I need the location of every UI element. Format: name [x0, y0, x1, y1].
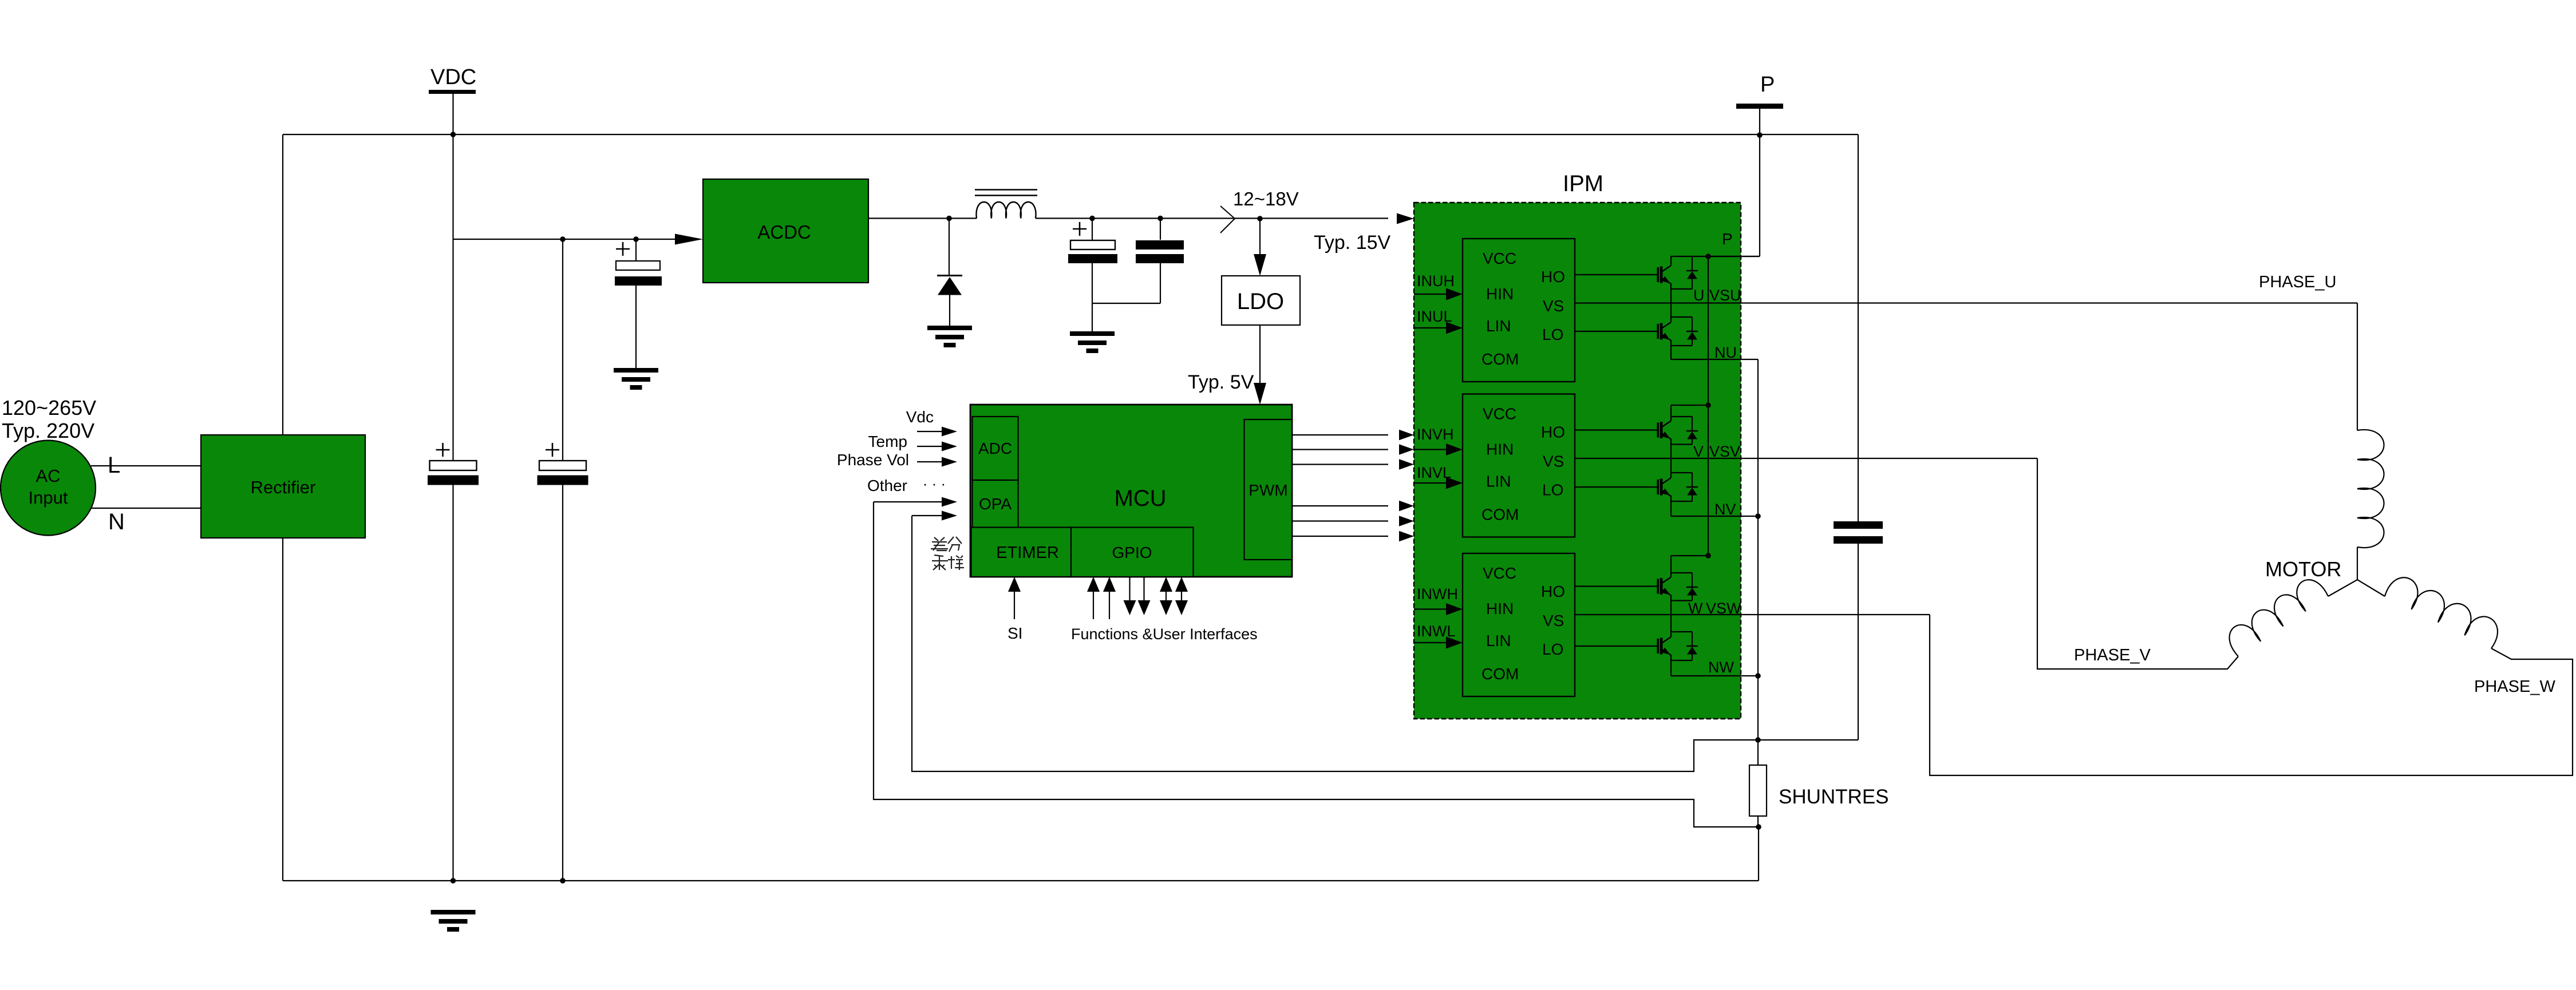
svg-text:P: P [1760, 73, 1775, 97]
svg-text:INVH: INVH [1417, 426, 1454, 443]
svg-text:P: P [1722, 230, 1733, 248]
svg-text:HO: HO [1541, 583, 1565, 600]
svg-text:VS: VS [1543, 453, 1564, 470]
svg-text:LO: LO [1542, 640, 1563, 658]
svg-text:VCC: VCC [1483, 250, 1516, 267]
svg-text:INUH: INUH [1417, 272, 1455, 290]
svg-text:Rectifier: Rectifier [251, 477, 316, 497]
svg-text:SHUNTRES: SHUNTRES [1779, 786, 1889, 808]
svg-text:ACDC: ACDC [757, 221, 811, 243]
svg-text:INVL: INVL [1417, 464, 1451, 481]
svg-text:HIN: HIN [1486, 600, 1514, 617]
svg-text:VCC: VCC [1483, 564, 1516, 582]
svg-text:· · ·: · · · [923, 475, 946, 492]
svg-text:GPIO: GPIO [1112, 544, 1152, 561]
svg-text:Functions &User Interfaces: Functions &User Interfaces [1071, 625, 1258, 643]
svg-text:LIN: LIN [1486, 632, 1511, 650]
svg-text:PHASE_V: PHASE_V [2074, 646, 2151, 664]
svg-text:LIN: LIN [1486, 317, 1511, 335]
svg-text:12~18V: 12~18V [1233, 188, 1299, 209]
svg-text:INWL: INWL [1417, 623, 1456, 640]
svg-text:COM: COM [1481, 350, 1519, 368]
svg-text:U: U [1693, 287, 1705, 304]
svg-text:VS: VS [1543, 297, 1564, 315]
svg-text:HO: HO [1541, 268, 1565, 286]
svg-text:Typ. 220V: Typ. 220V [2, 419, 94, 442]
svg-text:Typ. 5V: Typ. 5V [1188, 371, 1254, 393]
svg-text:LDO: LDO [1237, 289, 1284, 314]
svg-text:ADC: ADC [978, 439, 1012, 457]
svg-text:LO: LO [1542, 481, 1563, 499]
svg-text:HIN: HIN [1486, 285, 1514, 303]
svg-text:VCC: VCC [1483, 405, 1516, 423]
svg-text:PHASE_U: PHASE_U [2259, 273, 2336, 291]
svg-text:COM: COM [1481, 665, 1519, 683]
svg-text:120~265V: 120~265V [2, 396, 96, 419]
svg-text:LIN: LIN [1486, 473, 1511, 490]
svg-text:Phase Vol: Phase Vol [837, 451, 909, 469]
svg-text:NU: NU [1714, 344, 1737, 361]
svg-text:HO: HO [1541, 423, 1565, 441]
svg-text:HIN: HIN [1486, 441, 1514, 458]
svg-text:ETIMER: ETIMER [996, 544, 1059, 562]
svg-text:Other: Other [867, 477, 907, 494]
svg-text:COM: COM [1481, 506, 1519, 524]
svg-text:N: N [108, 509, 125, 534]
svg-text:AC: AC [35, 466, 60, 486]
svg-text:PHASE_W: PHASE_W [2474, 678, 2555, 696]
svg-text:VDC: VDC [430, 65, 476, 89]
svg-text:VSV: VSV [1709, 443, 1740, 460]
svg-text:L: L [108, 453, 120, 478]
svg-text:Vdc: Vdc [906, 408, 934, 426]
svg-text:INWH: INWH [1417, 585, 1458, 603]
svg-text:VSU: VSU [1709, 287, 1741, 304]
svg-text:MCU: MCU [1114, 486, 1166, 511]
svg-text:IPM: IPM [1563, 171, 1603, 196]
svg-text:VS: VS [1543, 612, 1564, 629]
svg-text:SI: SI [1008, 624, 1022, 642]
svg-text:MOTOR: MOTOR [2265, 557, 2341, 581]
svg-text:OPA: OPA [979, 495, 1012, 513]
svg-text:V: V [1693, 443, 1704, 460]
svg-text:LO: LO [1542, 326, 1563, 343]
svg-text:NV: NV [1714, 501, 1736, 518]
svg-text:INUL: INUL [1417, 308, 1452, 325]
svg-text:Temp: Temp [868, 433, 907, 450]
svg-text:Typ. 15V: Typ. 15V [1314, 232, 1391, 254]
svg-text:Input: Input [29, 488, 68, 508]
svg-text:PWM: PWM [1249, 481, 1287, 499]
svg-text:NW: NW [1708, 659, 1734, 676]
